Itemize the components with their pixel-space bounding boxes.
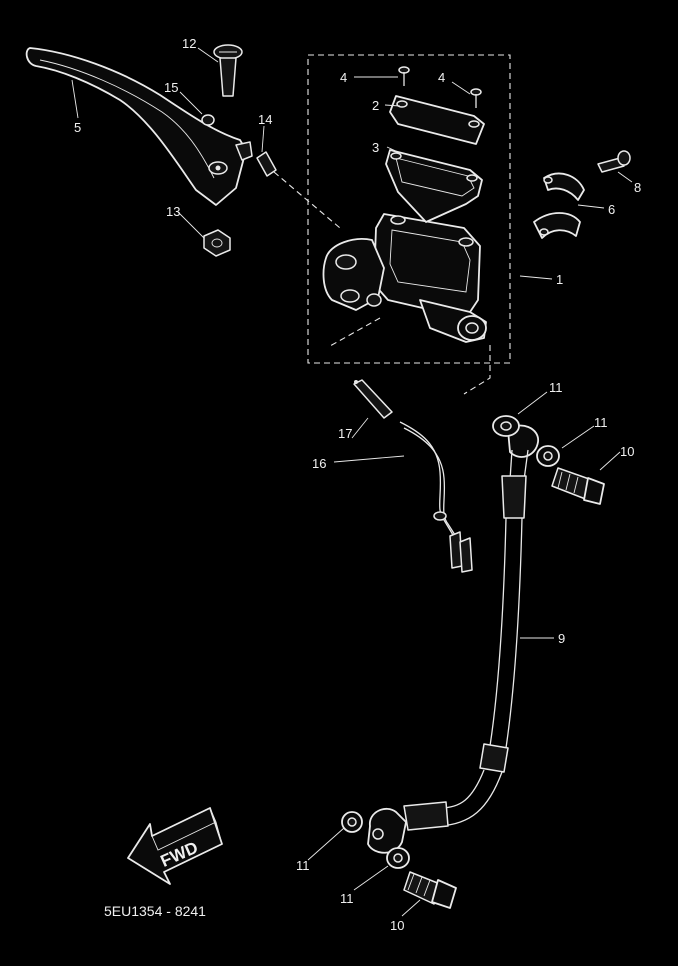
washer-lower-left[interactable] <box>341 811 363 833</box>
callout-4-right: 4 <box>438 70 445 85</box>
callout-6: 6 <box>608 202 615 217</box>
switch-lead[interactable] <box>399 421 473 573</box>
guide-line <box>463 345 491 395</box>
figure-code: 5EU1354 - 8241 <box>104 903 206 919</box>
callout-14: 14 <box>258 112 272 127</box>
washer-upper-right[interactable] <box>536 445 560 467</box>
cap-screw-left[interactable] <box>398 66 410 86</box>
callout-15: 15 <box>164 80 178 95</box>
callout-9: 9 <box>558 631 565 646</box>
callout-3: 3 <box>372 140 379 155</box>
callout-10-upper: 10 <box>620 444 634 459</box>
holder-bolt[interactable] <box>597 150 631 173</box>
brake-hose[interactable] <box>367 424 539 854</box>
forward-direction-arrow: FWD <box>127 807 223 885</box>
guide-line <box>329 317 381 347</box>
brake-lever[interactable] <box>25 47 253 206</box>
callout-16: 16 <box>312 456 326 471</box>
nut[interactable] <box>203 229 231 257</box>
cap-screw-right[interactable] <box>470 88 482 108</box>
brake-switch[interactable] <box>353 379 393 419</box>
callout-2: 2 <box>372 98 379 113</box>
callout-5: 5 <box>74 120 81 135</box>
assembly-boundary <box>307 54 511 364</box>
master-cylinder[interactable] <box>322 213 487 343</box>
leader-lines <box>71 47 633 917</box>
spring-pin[interactable] <box>256 151 277 177</box>
callout-11-lower-right: 11 <box>340 891 354 906</box>
washer-upper-left[interactable] <box>492 415 520 437</box>
callout-13: 13 <box>166 204 180 219</box>
holder[interactable] <box>533 172 585 239</box>
callouts: 1 2 3 4 4 5 6 8 9 10 10 11 11 11 11 12 1… <box>74 36 641 933</box>
guide-line <box>273 171 341 229</box>
diaphragm[interactable] <box>385 149 483 223</box>
callout-4-left: 4 <box>340 70 347 85</box>
callout-12: 12 <box>182 36 196 51</box>
reservoir-cap[interactable] <box>389 95 485 145</box>
union-bolt-upper[interactable] <box>551 467 605 505</box>
callout-11-upper-right: 11 <box>594 415 608 430</box>
callout-1: 1 <box>556 272 563 287</box>
callout-8: 8 <box>634 180 641 195</box>
pivot-bolt[interactable] <box>213 44 243 97</box>
callout-17: 17 <box>338 426 352 441</box>
callout-11-lower-left: 11 <box>296 858 310 873</box>
washer[interactable] <box>201 114 215 126</box>
callout-10-lower: 10 <box>390 918 404 933</box>
callout-11-upper-left: 11 <box>549 380 563 395</box>
washer-lower-right[interactable] <box>386 847 410 869</box>
union-bolt-lower[interactable] <box>403 871 457 909</box>
